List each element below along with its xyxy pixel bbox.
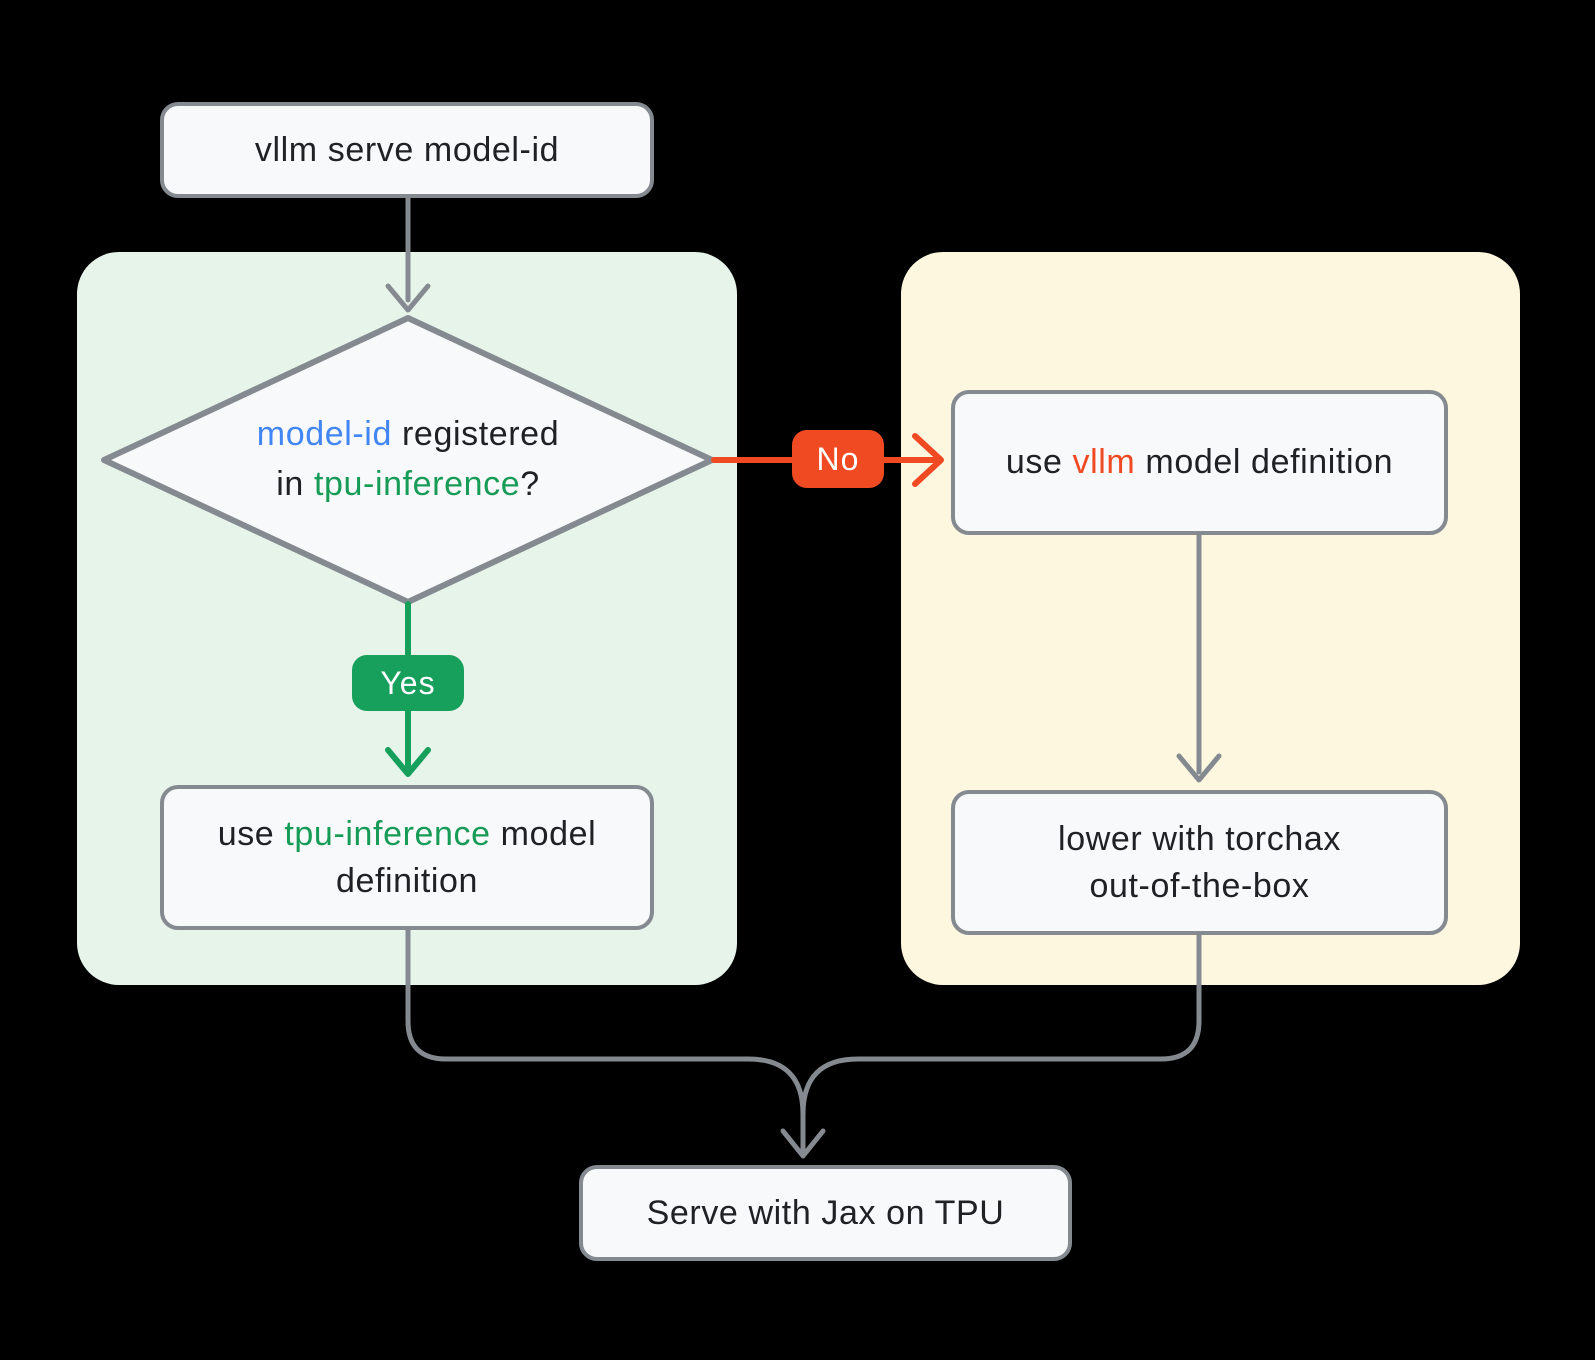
serve-node: Serve with Jax on TPU xyxy=(579,1165,1072,1261)
decision-label-line1: model-id registered xyxy=(256,415,560,453)
start-node: vllm serve model-id xyxy=(160,102,654,198)
use-vllm-node: use vllm model definition xyxy=(951,390,1448,535)
yes-badge-label: Yes xyxy=(380,664,436,701)
tpu-inference-keyword: tpu-inference xyxy=(313,465,521,503)
lower-torchax-node: lower with torchax out-of-the-box xyxy=(951,790,1448,935)
serve-node-label: Serve with Jax on TPU xyxy=(646,1193,1005,1232)
tpu-inference-keyword: tpu-inference xyxy=(284,814,491,853)
start-node-label: vllm serve model-id xyxy=(254,130,560,169)
lower-torchax-node-label: lower with torchax out-of-the-box xyxy=(1058,819,1341,905)
decision-label: model-id registered in tpu-inference? xyxy=(108,409,708,509)
use-vllm-node-label: use vllm model definition xyxy=(1005,443,1394,481)
vllm-keyword: vllm xyxy=(1072,443,1136,481)
use-tpu-inference-node: use tpu-inference model definition xyxy=(160,785,654,930)
no-badge-label: No xyxy=(816,440,860,477)
no-badge: No xyxy=(792,430,884,488)
yes-badge: Yes xyxy=(352,655,464,711)
use-tpu-inference-node-label: use tpu-inference model definition xyxy=(217,814,597,900)
model-id-keyword: model-id xyxy=(256,415,392,453)
decision-label-line2: in tpu-inference? xyxy=(276,465,540,503)
arrowhead-down-icon xyxy=(780,1128,826,1159)
